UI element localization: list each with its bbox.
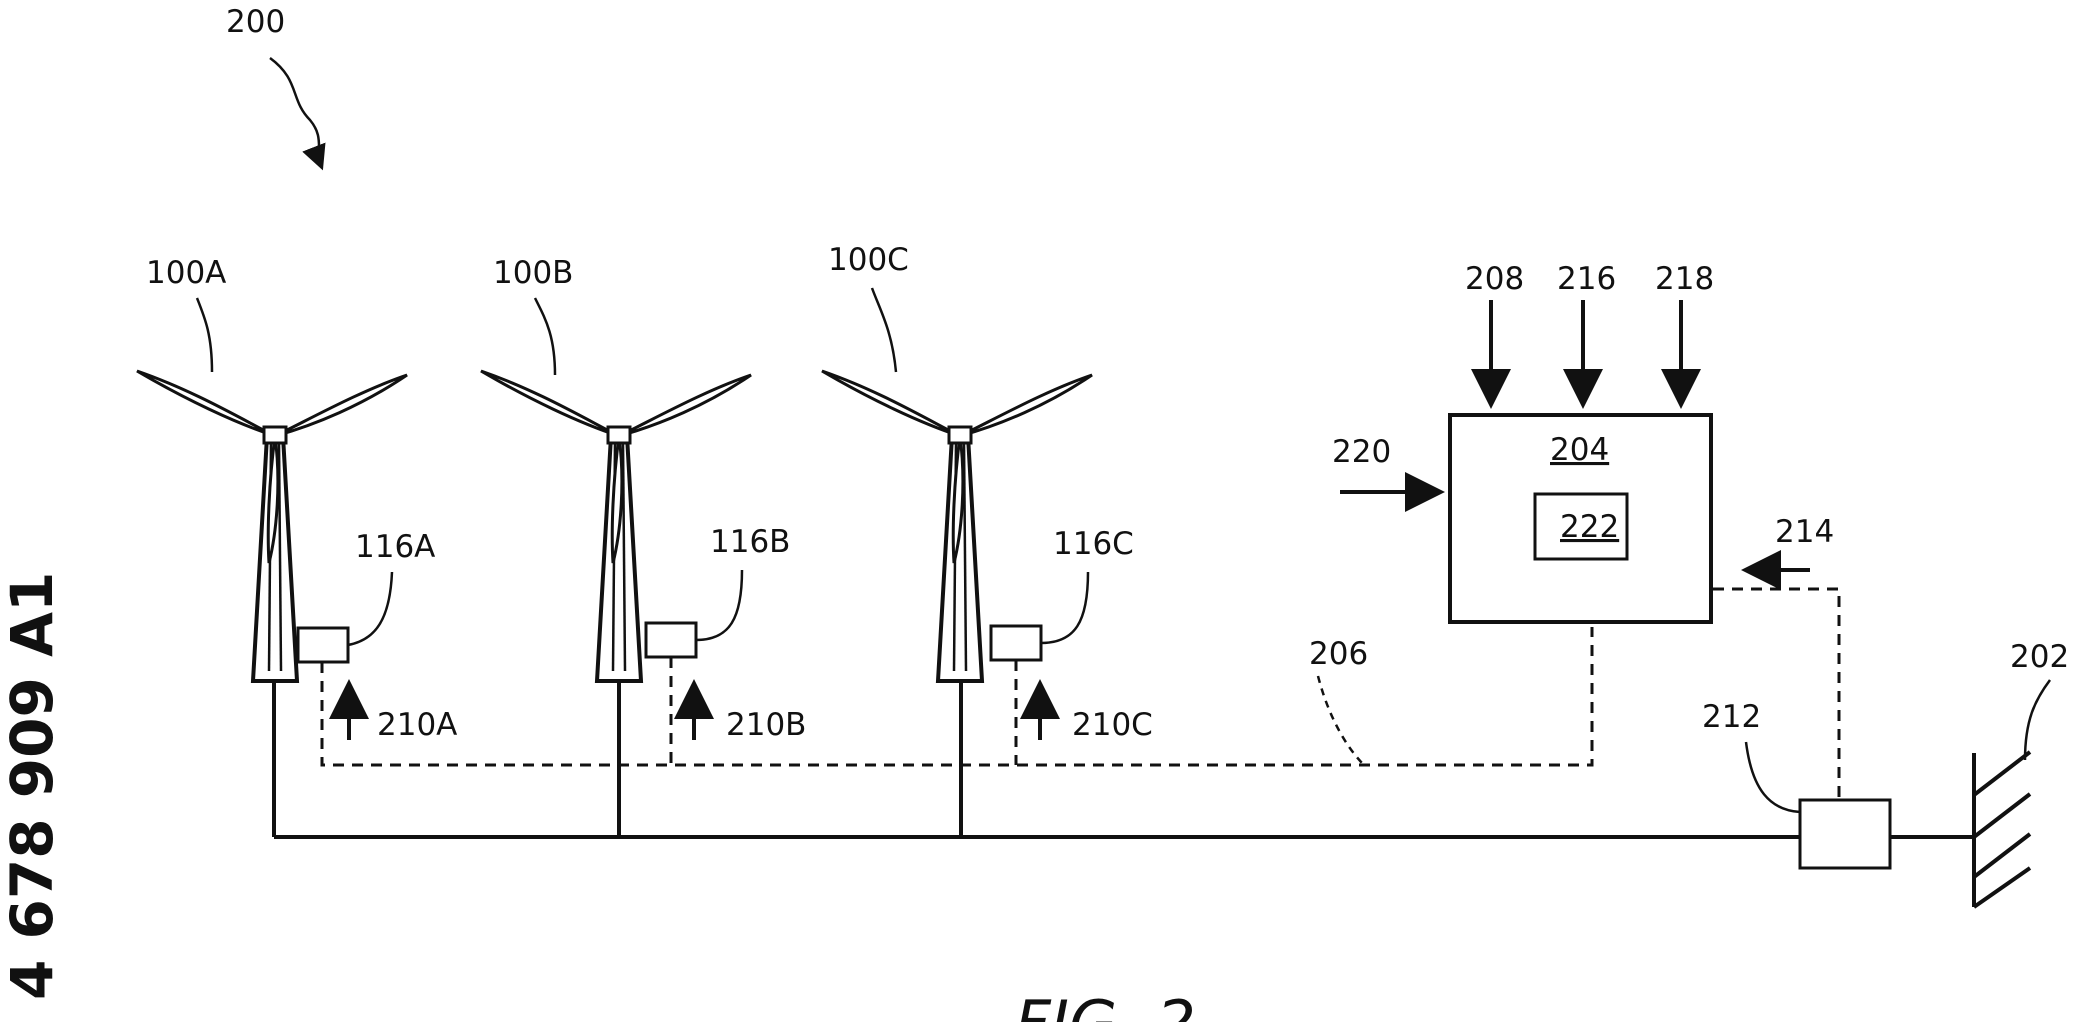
grid-hatch (1974, 794, 2030, 837)
grid-hatch (1974, 834, 2030, 877)
signal-210b-label: 210B (726, 707, 806, 743)
leader-206 (1318, 676, 1362, 763)
comm-line-label: 206 (1309, 636, 1368, 672)
sensor-116b (646, 623, 696, 657)
leader-100c (872, 288, 896, 372)
input-218-label: 218 (1655, 261, 1714, 297)
sensor-116c (991, 626, 1041, 660)
sensor-116b-label: 116B (710, 524, 790, 560)
turbine-icon (137, 371, 407, 681)
leader-212 (1746, 742, 1800, 812)
signal-210a-label: 210A (377, 707, 457, 743)
sensor-116c-label: 116C (1053, 526, 1134, 562)
leader-202 (2025, 680, 2050, 760)
leader-116b (696, 570, 742, 640)
turbine-100a-label: 100A (146, 255, 226, 291)
controller-label: 204 (1550, 432, 1609, 468)
turbine-icon (822, 371, 1092, 681)
turbine-100c-label: 100C (828, 242, 909, 278)
grid-202 (1974, 752, 2030, 907)
leader-116c (1041, 572, 1088, 643)
grid-hatch (1974, 868, 2030, 907)
feedback-line-214 (1713, 589, 1839, 800)
publication-number: 4 678 909 A1 (0, 572, 66, 1000)
input-216-label: 216 (1557, 261, 1616, 297)
leader-116a (348, 572, 392, 645)
input-220-label: 220 (1332, 434, 1391, 470)
grid-202-label: 202 (2010, 639, 2069, 675)
controller-module-label: 222 (1560, 509, 1619, 545)
figure-caption: FIG. 2 (1015, 987, 1196, 1022)
sensor-116a (298, 628, 348, 662)
grid-hatch (1974, 752, 2030, 795)
leader-100a (197, 298, 212, 372)
turbine-100b-label: 100B (493, 255, 573, 291)
feedback-214-label: 214 (1775, 514, 1834, 550)
signal-210c-label: 210C (1072, 707, 1153, 743)
leader-100b (535, 298, 555, 375)
turbine-100c (822, 371, 1092, 681)
meter-212-label: 212 (1702, 699, 1761, 735)
system-ref-label: 200 (226, 4, 285, 40)
meter-212 (1800, 800, 1890, 868)
system-ref-arrow (270, 58, 322, 168)
input-208-label: 208 (1465, 261, 1524, 297)
sensor-116a-label: 116A (355, 529, 435, 565)
turbine-100a (137, 371, 407, 681)
